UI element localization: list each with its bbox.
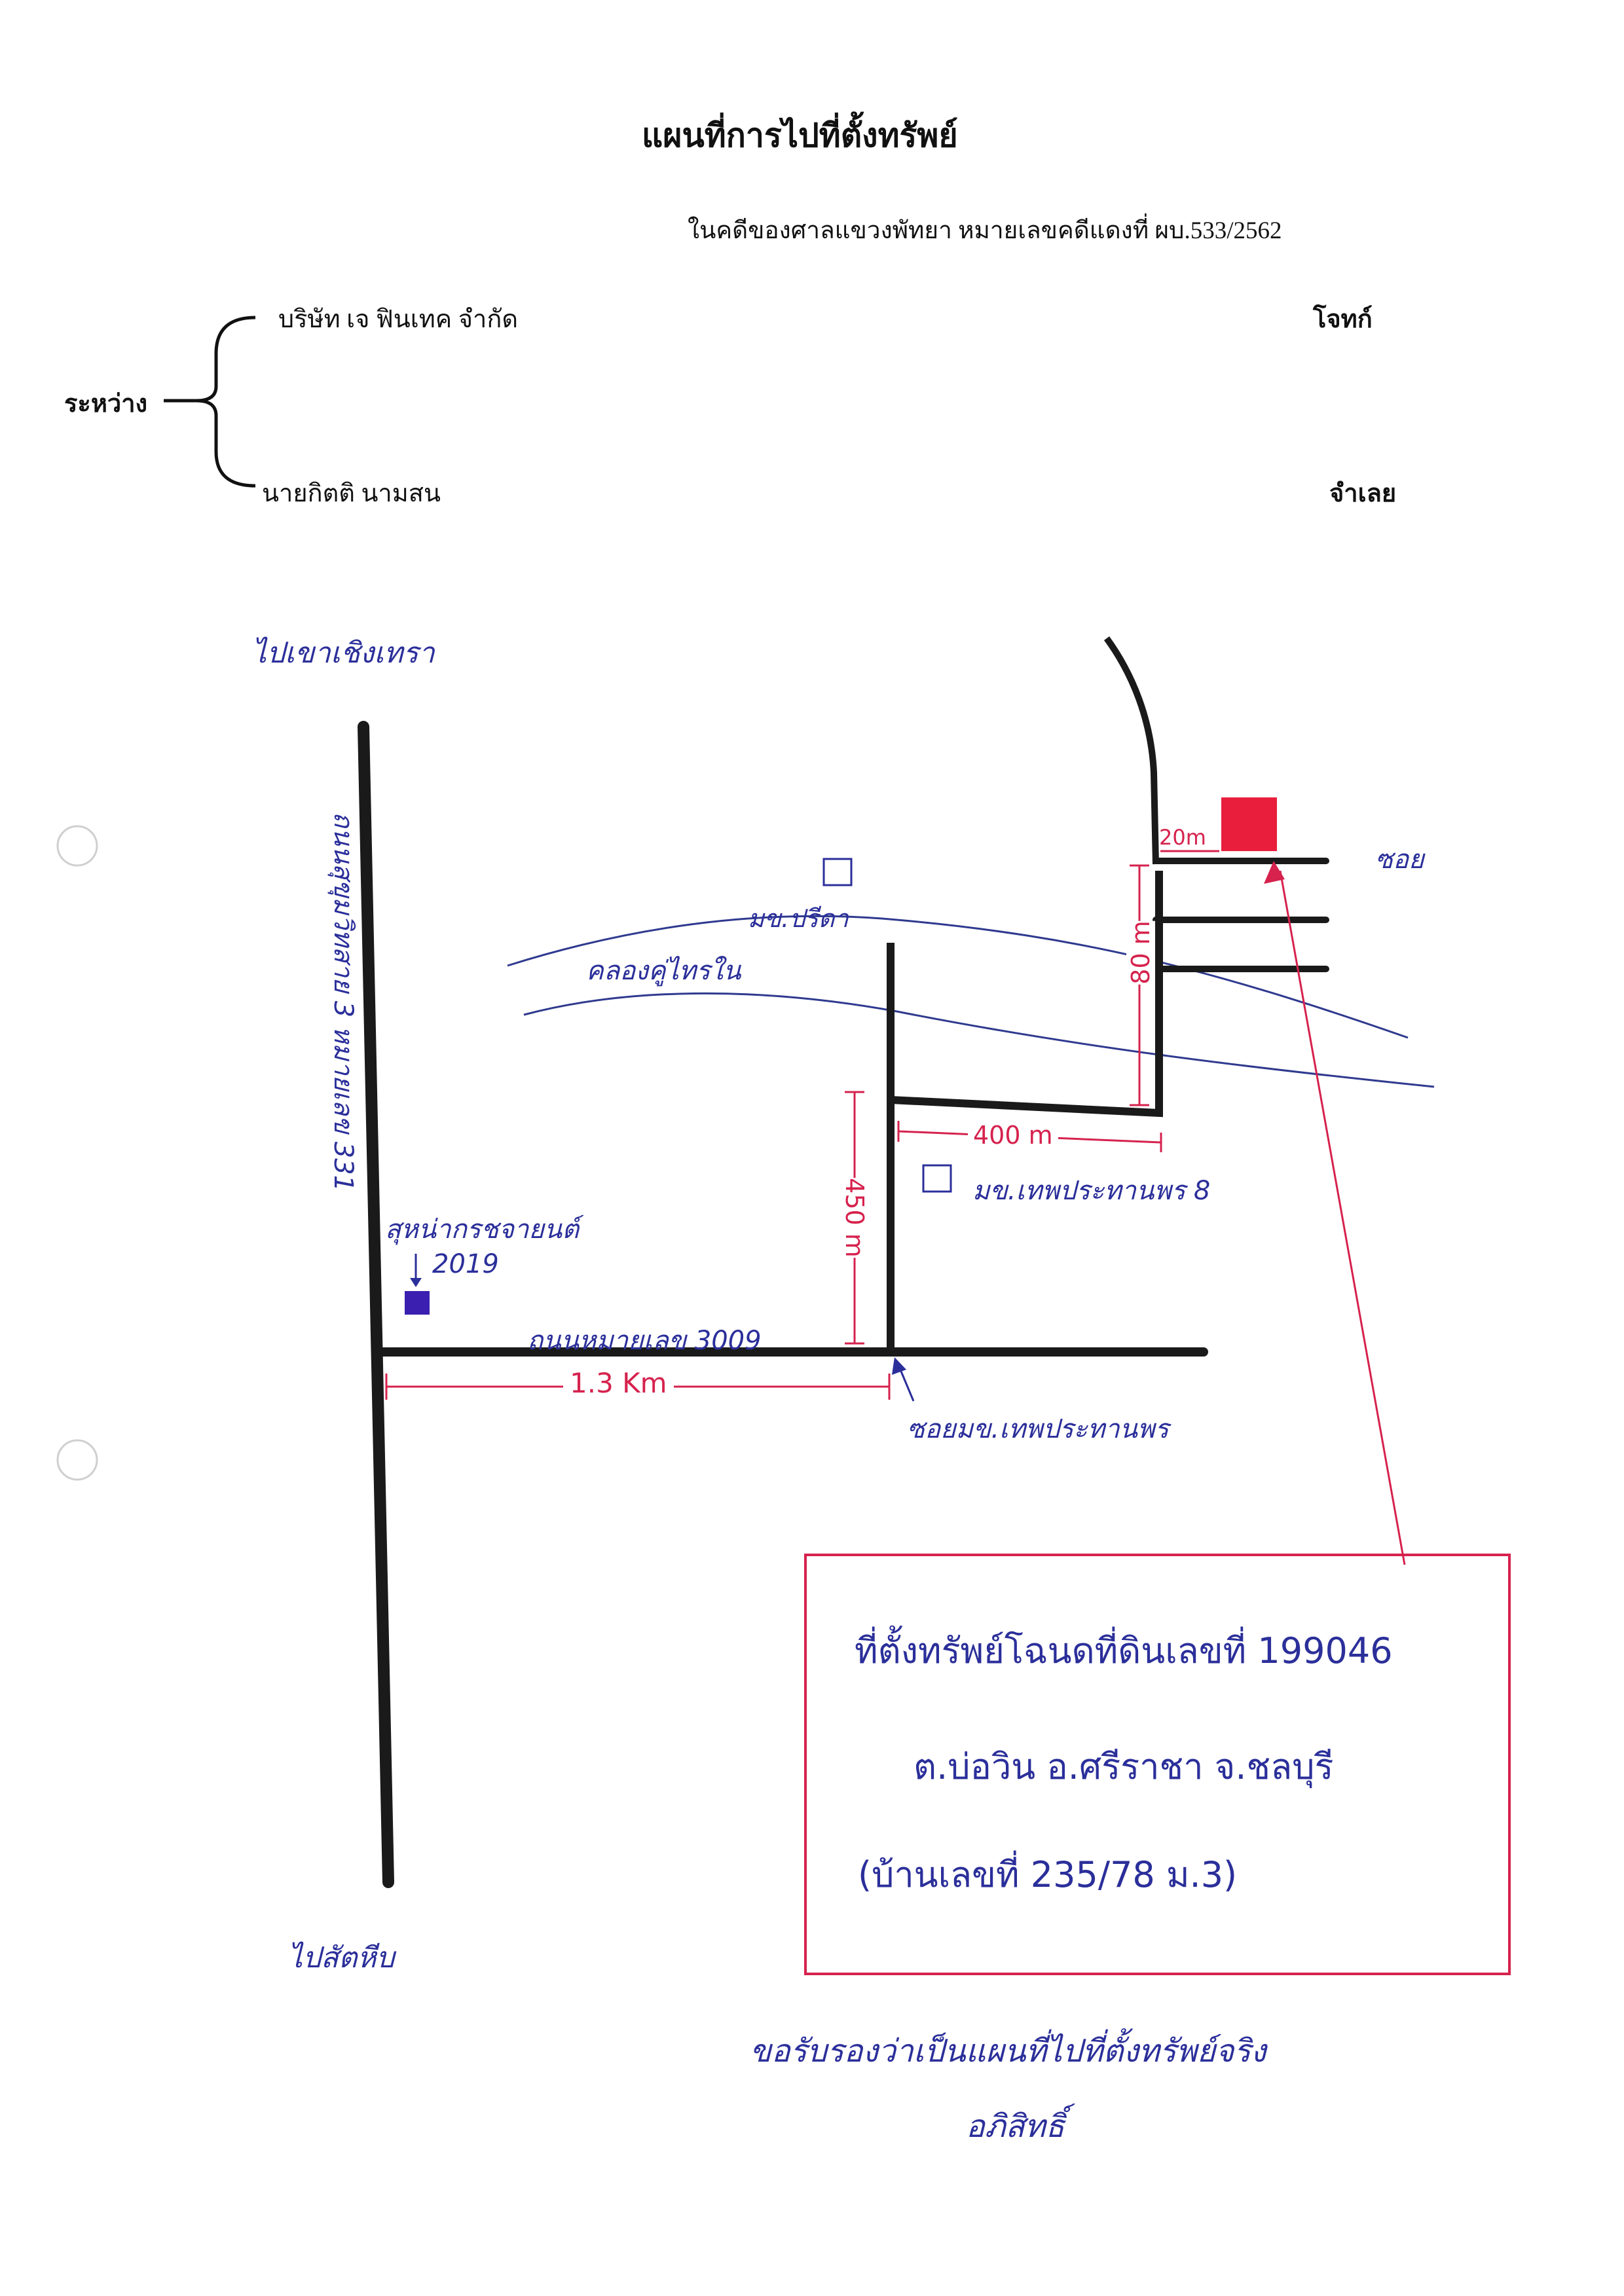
measure-20m-label: 20m (1159, 825, 1206, 850)
village-preeda-marker (822, 858, 853, 886)
to-north-label: ไปเขาเชิงเทรา (252, 636, 435, 670)
brace-shape (196, 316, 256, 488)
info-box-line3: (บ้านเลขที่ 235/78 ม.3) (858, 1854, 1238, 1895)
soi-arrow-label: ซอยมข.เทพประทานพร (907, 1414, 1169, 1444)
property-pointer-arrowhead (1264, 861, 1285, 884)
info-box-line2: ต.บ่อวิน อ.ศรีราชา จ.ชลบุรี (913, 1746, 1334, 1787)
connector-road (890, 871, 1163, 1118)
between-label: ระหว่าง (64, 390, 148, 418)
canal-line-upper (507, 915, 1409, 1039)
page-title: แผนที่การไปที่ตั้งทรัพย์ (642, 117, 958, 154)
village-thepprathan-marker (922, 1164, 952, 1193)
soi-arrowhead (892, 1357, 906, 1375)
measure-1-3km-label: 1.3 Km (563, 1367, 674, 1399)
punch-hole-top (56, 825, 98, 867)
canal-label: คลองคู่ไทรใน (586, 956, 741, 986)
case-line: ในคดีของศาลแขวงพัทยา หมายเลขคดีแดงที่ ผบ… (688, 217, 1282, 244)
canal-line-lower (523, 992, 1435, 1088)
upper-curve-road (1103, 636, 1159, 865)
punch-hole-bottom (56, 1439, 98, 1481)
to-south-label: ไปสัตหีบ (288, 1941, 395, 1975)
shrine-sub-label: 2019 (432, 1249, 499, 1279)
shrine-marker (405, 1291, 430, 1315)
shrine-arrowhead (410, 1278, 422, 1287)
soi-label: ซอย (1375, 845, 1424, 875)
plaintiff-role: โจทก์ (1313, 306, 1373, 333)
measure-80m-label: 80 m (1126, 920, 1155, 985)
measure-400m-label: 400 m (968, 1121, 1058, 1150)
defendant-name: นายกิตติ นามสน (262, 480, 441, 507)
certify-text: ขอรับรองว่าเป็นแผนที่ไปที่ตั้งทรัพย์จริง (750, 2033, 1266, 2069)
village-thepprathan-label: มข.เทพประทานพร 8 (972, 1176, 1211, 1206)
main-road-label: ถนนสุขุมวิทสาย 3 หมายเลข 331 (328, 811, 358, 1192)
shrine-label: สุหน่ากรชจายนต์ (385, 1214, 580, 1245)
road-3009-label: ถนนหมายเลข 3009 (527, 1326, 762, 1356)
village-preeda-label: มข.ปรีดา (748, 904, 849, 933)
measure-450m-label: 450 m (840, 1178, 869, 1258)
defendant-role: จำเลย (1329, 480, 1397, 507)
signature: อภิสิทธิ์ (966, 2108, 1065, 2145)
info-box-line1: ที่ตั้งทรัพย์โฉนดที่ดินเลขที่ 199046 (855, 1630, 1393, 1671)
property-pointer-line (1279, 870, 1406, 1565)
main-road (358, 721, 394, 1888)
plaintiff-name: บริษัท เจ ฟินเทค จำกัด (278, 306, 519, 333)
property-marker (1221, 797, 1277, 851)
info-box-frame (804, 1554, 1511, 1975)
